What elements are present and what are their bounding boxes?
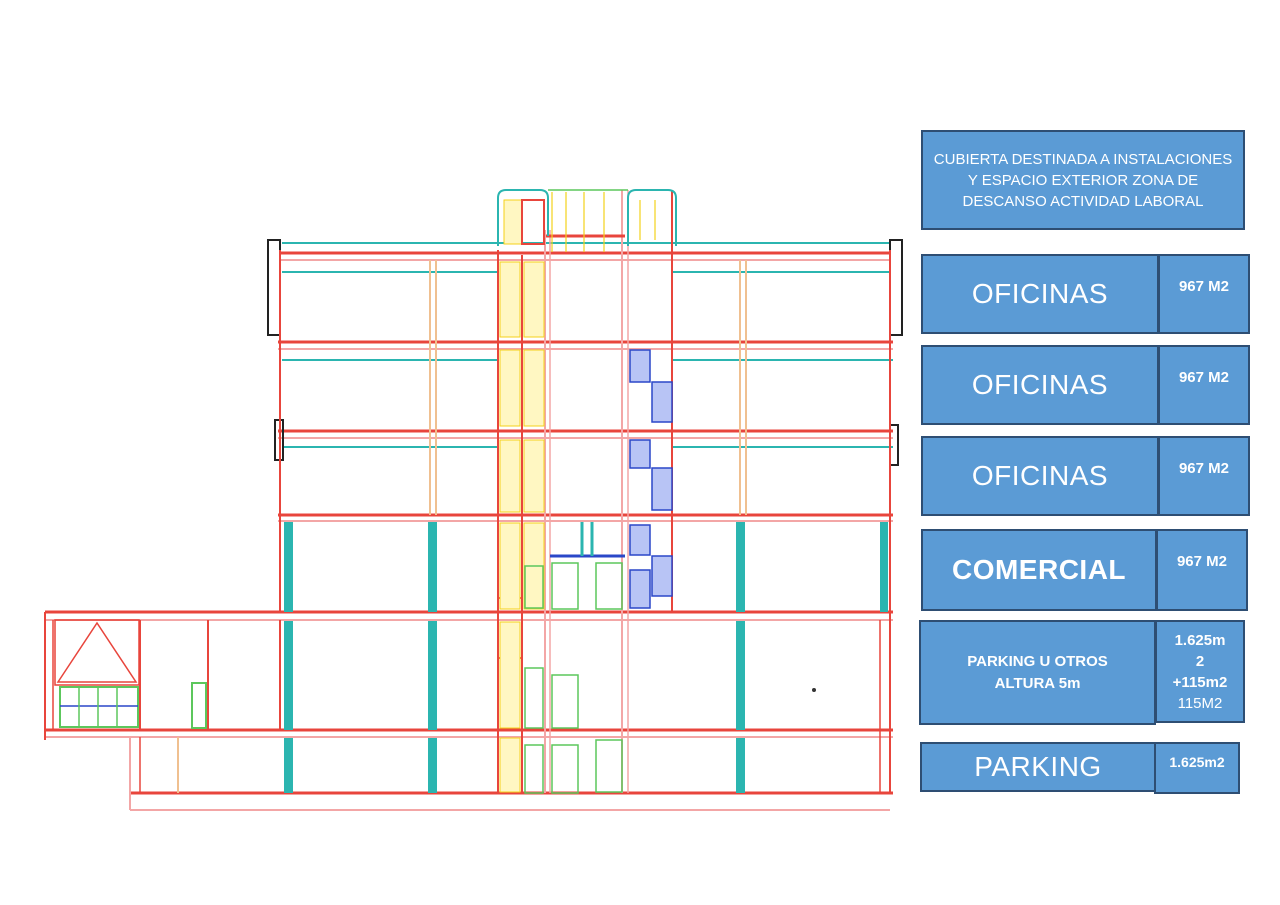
floor-4-area-label: 967 M2 bbox=[1158, 254, 1250, 334]
floor-1-area-label: 967 M2 bbox=[1156, 529, 1248, 611]
floor-4-use-label: OFICINAS bbox=[921, 254, 1159, 334]
roof-tower bbox=[497, 189, 677, 252]
parking-other-area-label: 1.625m 2 +115m2 115M2 bbox=[1155, 620, 1245, 723]
parking-other-area-line-1: 1.625m bbox=[1174, 631, 1226, 649]
parking-area-text: 1.625m2 bbox=[1169, 754, 1225, 770]
annex-skylight bbox=[54, 619, 140, 728]
parking-dot bbox=[812, 688, 816, 692]
floor-1-use-text: COMERCIAL bbox=[951, 554, 1127, 585]
columns bbox=[284, 522, 888, 793]
floor-1-area-text: 967 M2 bbox=[1176, 553, 1228, 570]
parking-other-area-line-2: 2 bbox=[1195, 652, 1205, 670]
floor-4-area-text: 967 M2 bbox=[1178, 278, 1230, 295]
ceiling-lines bbox=[282, 242, 893, 448]
floor-2-area-text: 967 M2 bbox=[1178, 460, 1230, 477]
partitions bbox=[177, 260, 747, 793]
core-glazing bbox=[524, 562, 623, 794]
floor-2-area-label: 967 M2 bbox=[1158, 436, 1250, 516]
roof-use-text: CUBIERTA DESTINADA A INSTALACIONES Y ESP… bbox=[933, 150, 1233, 210]
parking-other-area-line-4: 115M2 bbox=[1177, 694, 1223, 712]
parking-other-area-line-3: +115m2 bbox=[1172, 673, 1228, 691]
floor-3-area-label: 967 M2 bbox=[1158, 345, 1250, 425]
floor-2-use-label: OFICINAS bbox=[921, 436, 1159, 516]
parking-other-use-text: PARKING U OTROS ALTURA 5m bbox=[967, 652, 1108, 692]
parking-walls bbox=[139, 620, 281, 730]
core bbox=[497, 190, 673, 793]
roof-use-label: CUBIERTA DESTINADA A INSTALACIONES Y ESP… bbox=[921, 130, 1245, 230]
facade-walls bbox=[44, 239, 903, 810]
floor-4-use-text: OFICINAS bbox=[971, 278, 1109, 309]
floor-1-use-label: COMERCIAL bbox=[921, 529, 1157, 611]
floor-slabs bbox=[45, 251, 893, 811]
parking-use-label: PARKING bbox=[920, 742, 1156, 792]
parking-use-text: PARKING bbox=[974, 751, 1102, 782]
parking-area-label: 1.625m2 bbox=[1154, 742, 1240, 794]
stairs-yellow bbox=[499, 261, 545, 793]
floor-2-use-text: OFICINAS bbox=[971, 460, 1109, 491]
floor-3-use-text: OFICINAS bbox=[971, 369, 1109, 400]
floor-3-use-label: OFICINAS bbox=[921, 345, 1159, 425]
stairs-blue bbox=[629, 349, 673, 609]
parking-other-use-label: PARKING U OTROS ALTURA 5m bbox=[919, 620, 1156, 725]
floor-3-area-text: 967 M2 bbox=[1178, 369, 1230, 386]
